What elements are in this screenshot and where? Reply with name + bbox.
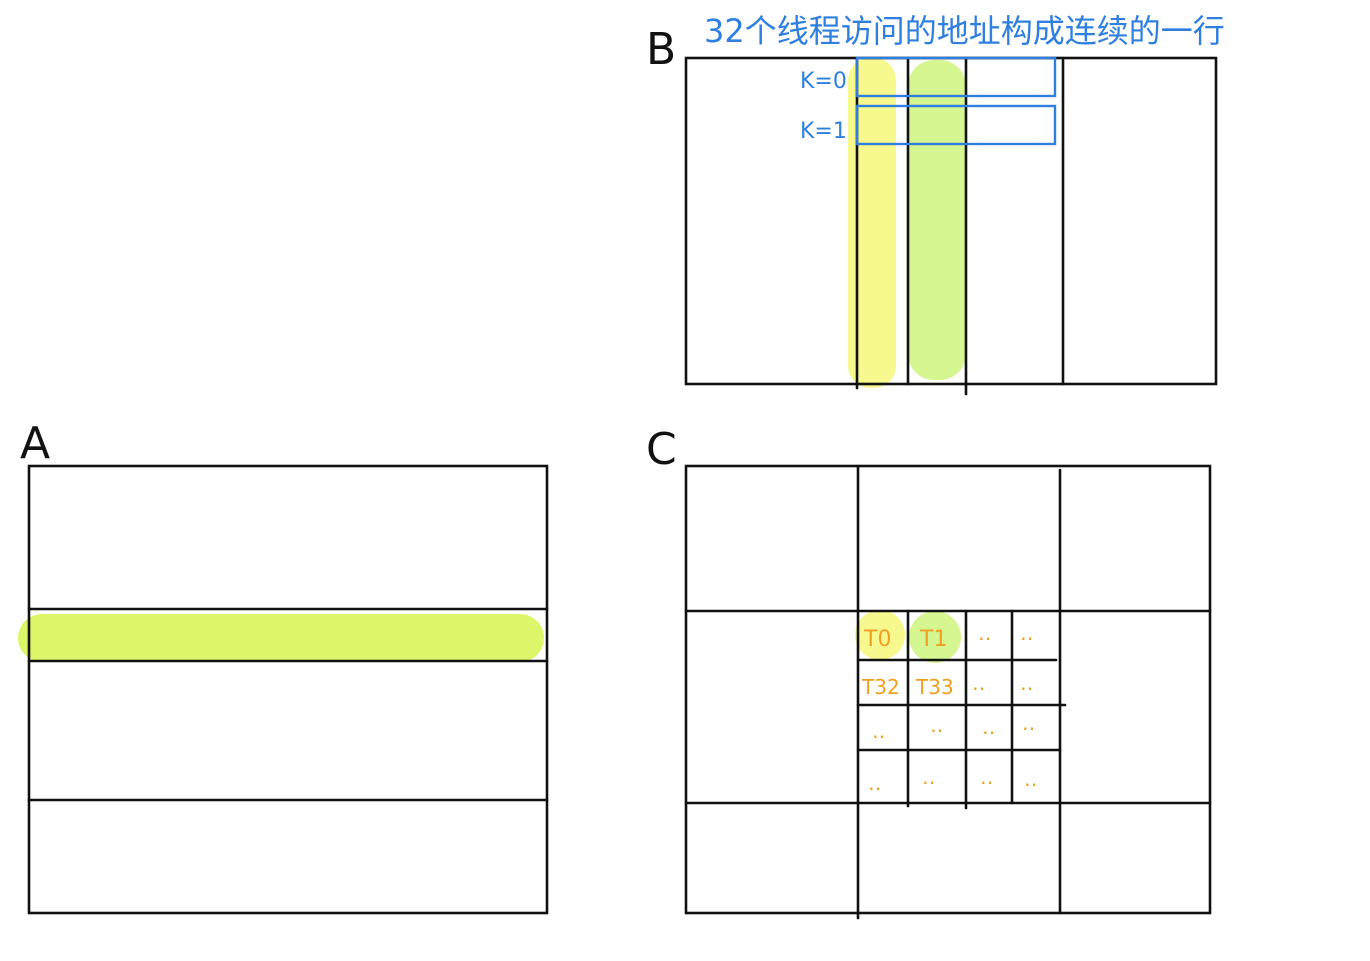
matrix-a-label: A — [20, 418, 50, 469]
k1-row-box — [855, 104, 1057, 146]
thread-label-t1: T1 — [919, 627, 947, 652]
annotation-title: 32个线程访问的地址构成连续的一行 — [704, 12, 1225, 50]
k1-label: K=1 — [800, 119, 847, 144]
ellipsis-cell: ‥ — [930, 713, 943, 737]
thread-label-t33: T33 — [915, 675, 954, 699]
ellipsis-cell: ‥ — [1020, 621, 1033, 645]
highlight-t0 — [855, 610, 905, 660]
matrix-c-label: C — [646, 424, 677, 475]
k0-row-box — [855, 56, 1057, 98]
highlight-yellow-column — [848, 58, 896, 388]
highlight-row-stroke — [18, 614, 544, 662]
ellipsis-cell: ‥ — [982, 715, 995, 739]
highlight-green-column — [908, 60, 966, 380]
ellipsis-cell: ‥ — [980, 765, 993, 789]
ellipsis-cell: ‥ — [872, 719, 885, 743]
thread-label-t0: T0 — [863, 627, 891, 652]
matrix-b-label: B — [646, 24, 676, 75]
ellipsis-cell: ‥ — [922, 765, 935, 789]
k0-label: K=0 — [800, 69, 847, 94]
highlight-t1 — [909, 611, 961, 663]
matrix-c-outline — [684, 464, 1212, 915]
ellipsis-cell: ‥ — [978, 621, 991, 645]
ellipsis-cell: ‥ — [868, 771, 881, 795]
ellipsis-cell: ‥ — [1020, 671, 1033, 695]
matrix-a: A — [18, 418, 549, 915]
ellipsis-cell: ‥ — [1024, 767, 1037, 791]
ellipsis-cell: ‥ — [1022, 711, 1035, 735]
ellipsis-cell: ‥ — [972, 671, 985, 695]
matrix-a-outline — [27, 464, 549, 915]
matrix-b: K=0 K=1 B 32个线程访问的地址构成连续的一行 — [646, 12, 1225, 396]
thread-label-t32: T32 — [861, 675, 900, 699]
matrix-c: T0 T1 T32 T33 ‥ ‥ ‥ ‥ ‥ ‥ ‥ ‥ ‥ ‥ ‥ ‥ C — [646, 424, 1212, 920]
